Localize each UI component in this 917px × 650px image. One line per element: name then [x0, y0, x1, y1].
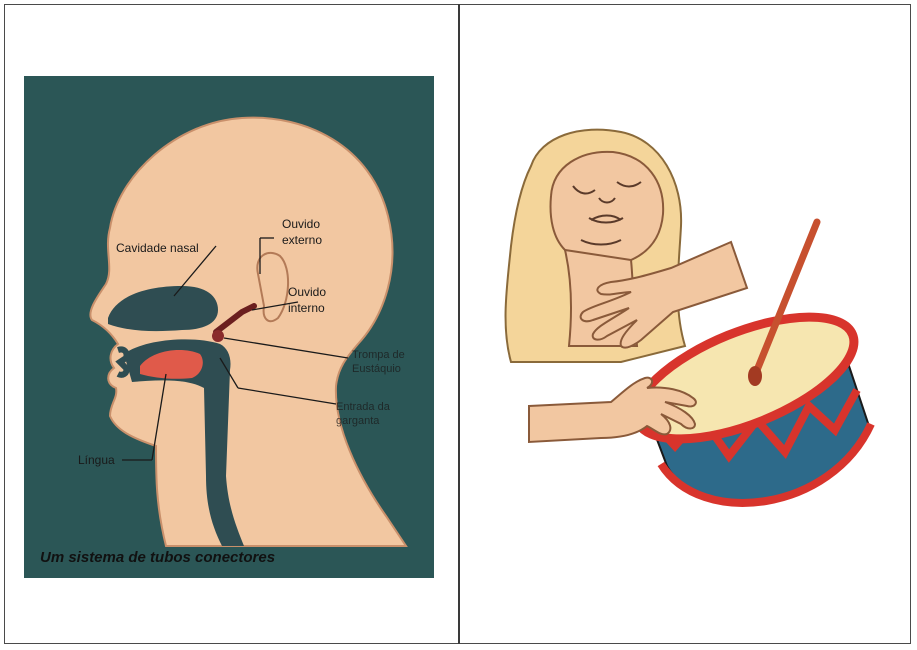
vibration-illustration: [461, 6, 909, 642]
label-tongue: Língua: [78, 453, 115, 467]
label-inner-ear-line1: Ouvido: [288, 285, 326, 299]
label-inner-ear-line2: interno: [288, 301, 325, 315]
woman-face-icon: [506, 130, 685, 362]
label-eustachian-line1: Trompa de: [352, 349, 405, 361]
anatomy-panel: Cavidade nasal Ouvido externo Ouvido int…: [6, 6, 456, 642]
illustration-panel: [461, 6, 909, 642]
label-throat-line2: garganta: [336, 415, 380, 427]
diagram-caption: Um sistema de tubos conectores: [40, 549, 275, 566]
label-eustachian-line2: Eustáquio: [352, 363, 401, 375]
label-outer-ear-line1: Ouvido: [282, 217, 320, 231]
panel-divider: [458, 4, 460, 644]
label-nasal-cavity: Cavidade nasal: [116, 241, 199, 255]
eustachian-opening: [212, 330, 224, 342]
label-throat-line1: Entrada da: [336, 401, 391, 413]
label-outer-ear-line2: externo: [282, 233, 322, 247]
face-shape: [551, 152, 664, 264]
anatomy-diagram: Cavidade nasal Ouvido externo Ouvido int…: [6, 6, 456, 642]
